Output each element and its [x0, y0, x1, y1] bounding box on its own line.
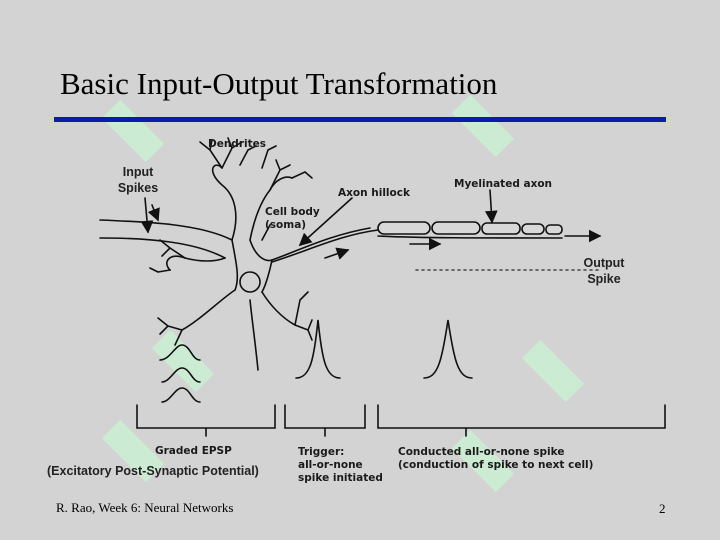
soma [166, 164, 371, 371]
epsp-wave [161, 367, 201, 383]
myelin-segment [377, 221, 431, 235]
page-number: 2 [659, 501, 666, 516]
myelin-segment [431, 221, 481, 235]
myelin-segment [521, 223, 545, 235]
trigger-label: Trigger: all-or-none spike initiated [298, 446, 383, 484]
bracket-trigger [284, 404, 366, 429]
dendrites-label: Dendrites [208, 138, 266, 150]
title-divider [54, 117, 666, 122]
axon [271, 229, 379, 263]
slide-title: Basic Input-Output Transformation [60, 66, 498, 101]
input-axon [99, 219, 233, 241]
graded-epsp-label: Graded EPSP [155, 445, 232, 457]
input-spikes-label: Input Spikes [117, 165, 159, 195]
footer-text: R. Rao, Week 6: Neural Networks [56, 500, 234, 515]
epsp-wave [161, 387, 201, 403]
epsp-full-label: (Excitatory Post-Synaptic Potential) [47, 464, 259, 478]
trigger-spike [295, 319, 341, 379]
axon-hillock-label: Axon hillock [338, 187, 410, 199]
conducted-label: Conducted all-or-none spike (conduction … [398, 446, 594, 471]
bracket-conducted [377, 404, 666, 429]
myelinated-axon-label: Myelinated axon [454, 178, 553, 190]
input-axon [99, 237, 226, 259]
epsp-wave [159, 344, 201, 361]
bracket-epsp [136, 404, 276, 429]
cell-body-label: Cell body (soma) [265, 206, 320, 231]
conducted-spike [423, 319, 473, 379]
nucleus [239, 271, 261, 293]
output-spike-label: Output Spike [583, 256, 625, 286]
myelin-segment [481, 222, 521, 235]
myelin-segment [545, 224, 563, 235]
